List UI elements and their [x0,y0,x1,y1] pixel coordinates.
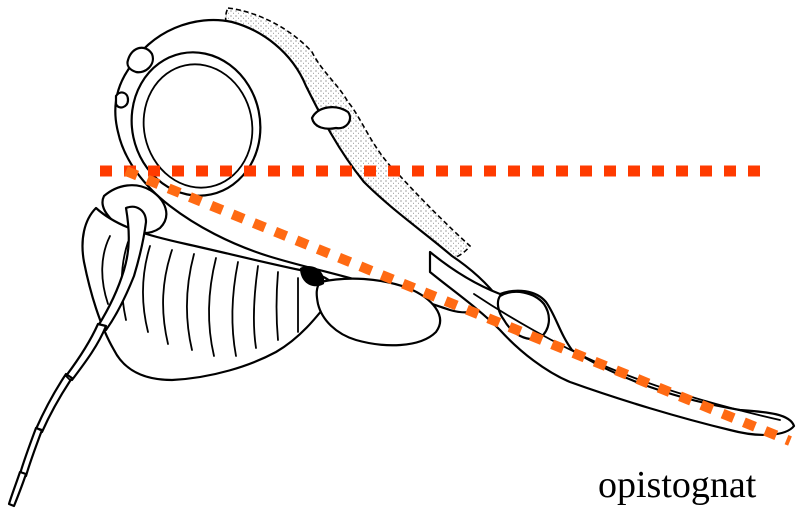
maxillary-palp [7,205,148,508]
antennal-sclerite [310,106,352,130]
labium-striations [101,235,299,357]
insect-head-drawing [7,7,796,508]
labium [81,206,335,382]
ocellus-upper [126,46,154,74]
head-type-caption: opistognat [598,464,757,506]
compound-eye [130,51,262,197]
compound-eye-inner [142,63,254,189]
ocellus-lower [114,91,130,109]
maxilla-rod [428,250,796,437]
mouthpart-axis-line [124,166,792,446]
mandible-joint [300,265,325,287]
mandible [315,277,442,347]
